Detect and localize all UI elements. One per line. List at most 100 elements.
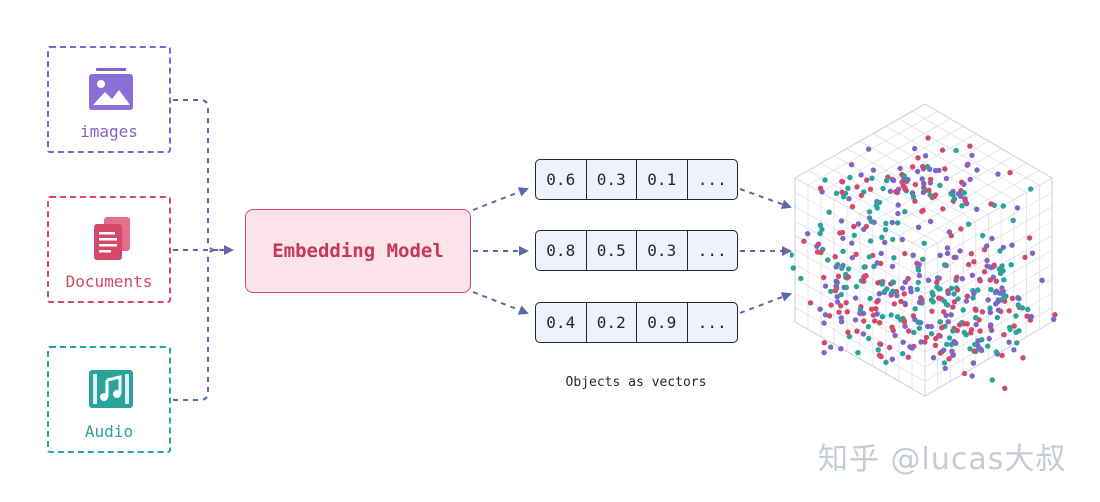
embedding-point bbox=[1028, 186, 1034, 192]
embedding-point bbox=[1001, 332, 1007, 338]
embedding-point bbox=[876, 291, 883, 297]
embedding-point bbox=[1015, 302, 1021, 308]
embedding-point bbox=[921, 240, 927, 246]
image-icon bbox=[88, 66, 134, 112]
embedding-point bbox=[845, 274, 852, 280]
embedding-point bbox=[894, 292, 900, 299]
embedding-point bbox=[995, 307, 1002, 313]
embedding-point bbox=[854, 328, 860, 334]
embedding-point bbox=[901, 173, 907, 179]
embedding-point bbox=[929, 308, 935, 314]
embedding-point bbox=[879, 234, 885, 240]
embedding-point bbox=[897, 165, 903, 172]
embedding-point bbox=[861, 189, 867, 195]
embedding-point bbox=[838, 346, 844, 352]
embedding-point bbox=[871, 263, 877, 270]
embedding-point bbox=[1007, 169, 1013, 176]
embedding-point bbox=[993, 278, 999, 284]
embedding-point bbox=[864, 177, 870, 183]
embedding-point bbox=[946, 335, 953, 341]
embedding-point bbox=[848, 162, 855, 168]
vector-row: 0.8 0.5 0.3 ... bbox=[535, 230, 738, 271]
embedding-point bbox=[878, 341, 884, 347]
embedding-point bbox=[995, 171, 1001, 177]
embedding-point bbox=[860, 331, 867, 337]
embedding-point bbox=[1025, 306, 1031, 313]
embedding-point bbox=[961, 370, 968, 377]
embedding-point bbox=[846, 196, 852, 202]
embedding-point bbox=[948, 233, 954, 239]
embedding-point bbox=[892, 332, 898, 339]
embedding-point bbox=[873, 306, 879, 312]
embedding-point bbox=[1015, 295, 1021, 301]
embedding-point bbox=[916, 261, 922, 268]
audio-source-box: Audio bbox=[47, 346, 171, 453]
embedding-point bbox=[974, 167, 980, 173]
embedding-point bbox=[981, 269, 988, 275]
embedding-point bbox=[1008, 262, 1014, 268]
embedding-point bbox=[817, 230, 823, 237]
embedding-point bbox=[846, 333, 853, 340]
embedding-point bbox=[979, 347, 985, 354]
embedding-point bbox=[973, 321, 979, 328]
embedding-point bbox=[1001, 277, 1007, 283]
embedding-point bbox=[895, 220, 901, 226]
embedding-point bbox=[854, 184, 860, 190]
embedding-point bbox=[838, 218, 845, 224]
embedding-point bbox=[910, 194, 917, 200]
embedding-point bbox=[927, 176, 934, 183]
embedding-point bbox=[902, 323, 908, 329]
embedding-point bbox=[890, 236, 896, 243]
embedding-point bbox=[833, 264, 839, 270]
vector-cell: 0.1 bbox=[637, 160, 688, 199]
vector-row: 0.6 0.3 0.1 ... bbox=[535, 159, 738, 200]
embedding-point bbox=[877, 320, 883, 326]
embedding-point bbox=[993, 288, 1000, 294]
embedding-point bbox=[845, 185, 851, 191]
embedding-point bbox=[882, 227, 889, 233]
embedding-point bbox=[979, 309, 986, 315]
grid-line bbox=[794, 249, 926, 324]
embedding-point bbox=[974, 206, 980, 212]
embedding-point bbox=[867, 186, 874, 192]
embedding-point bbox=[894, 314, 901, 320]
embedding-point bbox=[961, 181, 967, 187]
embedding-point bbox=[933, 335, 939, 342]
embedding-point bbox=[920, 256, 926, 262]
embedding-point bbox=[971, 348, 977, 354]
embedding-point bbox=[939, 147, 946, 153]
embedding-point bbox=[1029, 250, 1036, 256]
embedding-point bbox=[883, 220, 889, 227]
embedding-point bbox=[838, 315, 844, 321]
grid-line bbox=[924, 292, 1053, 368]
embedding-point bbox=[997, 248, 1003, 254]
embedding-point bbox=[875, 347, 881, 353]
embedding-point bbox=[914, 286, 920, 292]
embedding-point bbox=[953, 254, 959, 260]
embedding-point bbox=[954, 327, 960, 334]
embedding-point bbox=[905, 354, 911, 360]
embedding-point bbox=[920, 163, 926, 170]
embedding-point bbox=[821, 340, 828, 346]
embedding-point bbox=[911, 329, 917, 336]
embedding-point bbox=[868, 306, 875, 312]
embedding-point bbox=[925, 277, 932, 283]
embedding-model-box: Embedding Model bbox=[245, 209, 471, 293]
embedding-point bbox=[887, 188, 894, 195]
embedding-point bbox=[860, 310, 867, 317]
grid-line bbox=[911, 170, 1040, 244]
embedding-point bbox=[798, 275, 804, 282]
embedding-points bbox=[790, 135, 1058, 391]
embedding-point bbox=[817, 185, 824, 191]
embedding-point bbox=[888, 312, 894, 318]
embedding-point bbox=[852, 317, 859, 323]
embedding-point bbox=[876, 352, 883, 358]
embedding-point bbox=[902, 250, 908, 257]
embedding-point bbox=[817, 222, 824, 228]
embedding-point bbox=[936, 167, 942, 174]
embedding-point bbox=[923, 334, 930, 341]
embedding-point bbox=[851, 223, 857, 230]
embedding-point bbox=[951, 196, 958, 202]
embedding-point bbox=[868, 218, 874, 225]
embedding-point bbox=[961, 329, 968, 336]
